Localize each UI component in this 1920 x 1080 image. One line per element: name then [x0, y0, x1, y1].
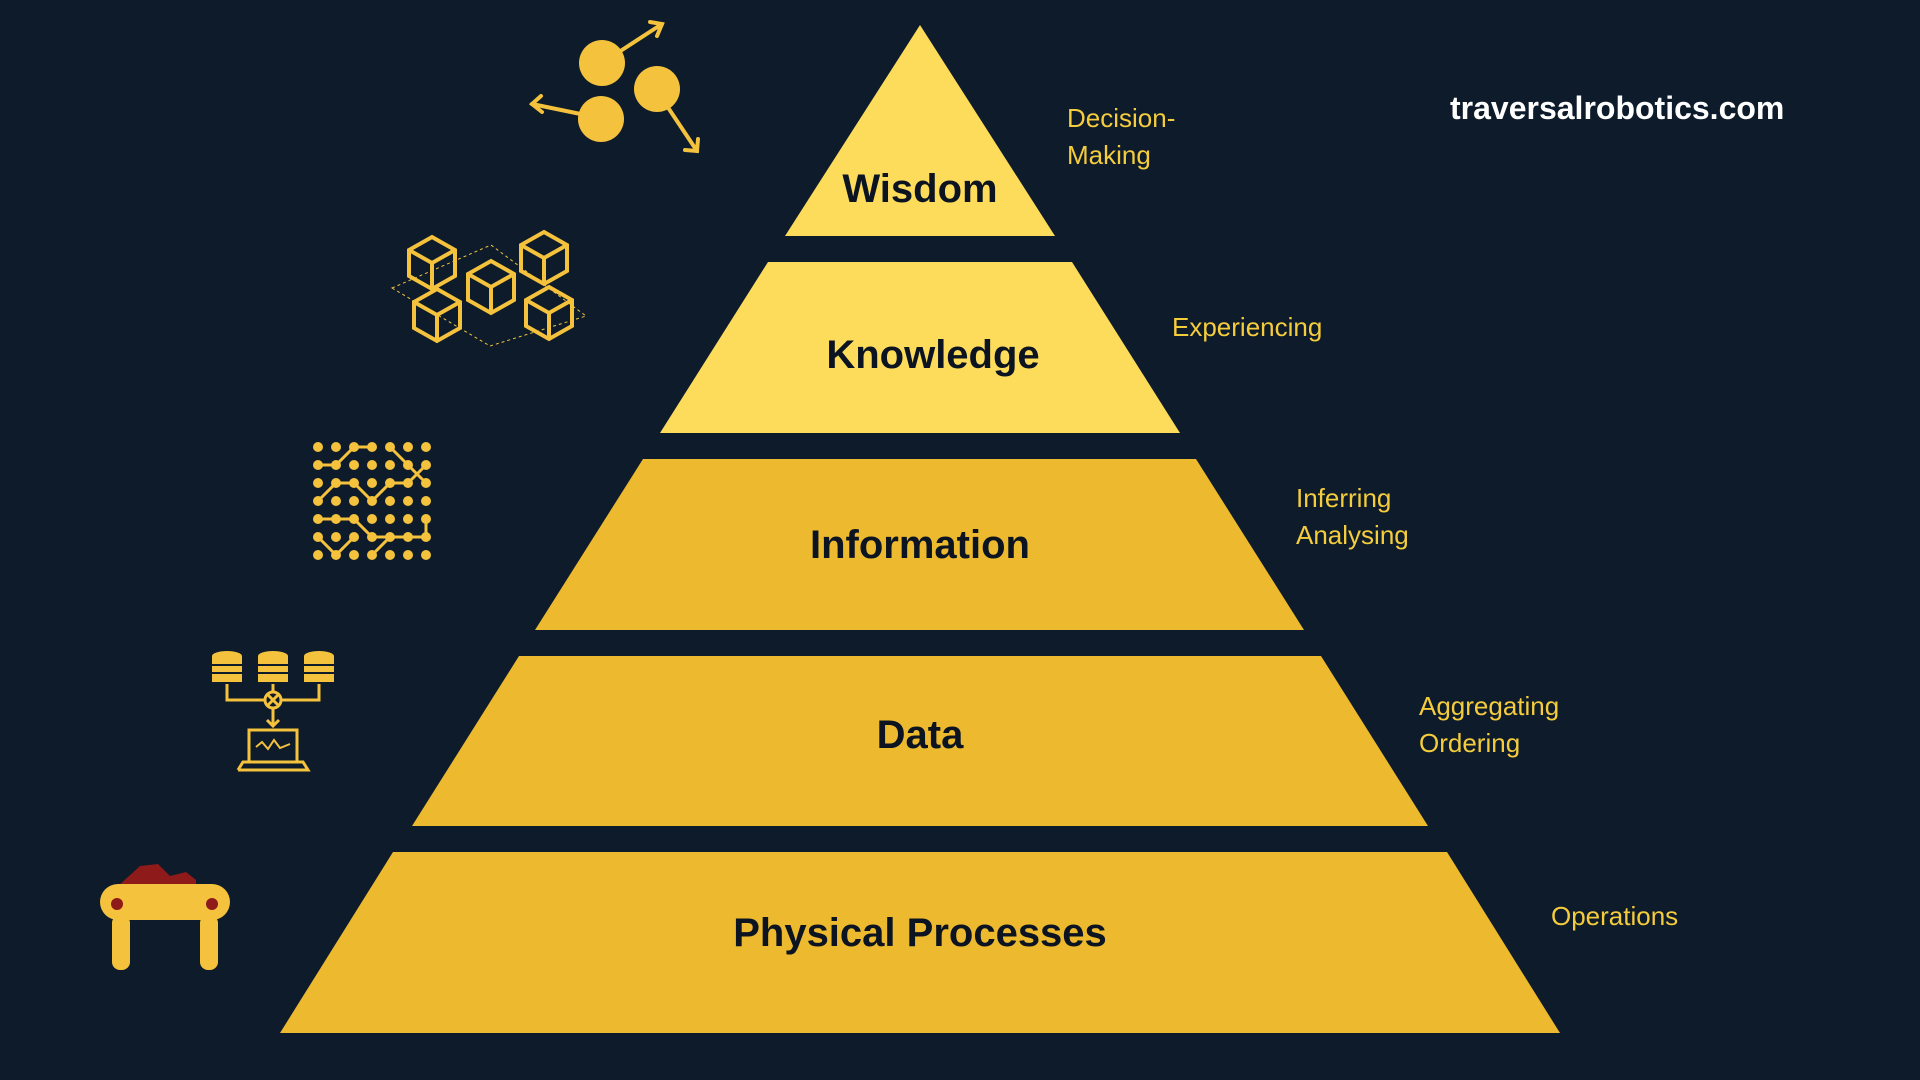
- site-name: traversalrobotics.com: [1450, 90, 1784, 126]
- tier-physical-processes: Physical Processes Operations: [280, 852, 1678, 1033]
- tier-wisdom: Wisdom Decision- Making: [785, 25, 1175, 236]
- conveyor-machine-icon: [100, 864, 230, 970]
- tier-physical-processes-shape: [280, 852, 1560, 1033]
- tier-wisdom-side-1: Decision-: [1067, 103, 1175, 133]
- tier-knowledge-shape: [660, 262, 1180, 433]
- tier-data-side-2: Ordering: [1419, 728, 1520, 758]
- tier-data: Data Aggregating Ordering: [412, 656, 1559, 826]
- tier-wisdom-shape: [785, 25, 1055, 236]
- network-nodes-icon: [528, 20, 700, 154]
- circuit-grid-icon: [313, 442, 431, 560]
- tier-knowledge: Knowledge Experiencing: [660, 262, 1322, 433]
- tier-wisdom-label: Wisdom: [842, 167, 997, 211]
- tier-data-label: Data: [877, 713, 964, 757]
- tier-information-label: Information: [810, 523, 1030, 567]
- tier-information-side-2: Analysing: [1296, 520, 1409, 550]
- database-laptop-icon: [212, 651, 334, 772]
- tier-information: Information Inferring Analysing: [535, 459, 1409, 630]
- cubes-icon: [390, 229, 588, 347]
- tier-data-side-1: Aggregating: [1419, 691, 1559, 721]
- tier-information-shape: [535, 459, 1304, 630]
- tier-wisdom-side-2: Making: [1067, 140, 1151, 170]
- tier-physical-processes-side-1: Operations: [1551, 901, 1678, 931]
- tier-knowledge-label: Knowledge: [826, 333, 1039, 377]
- tier-information-side-1: Inferring: [1296, 483, 1391, 513]
- tier-knowledge-side-1: Experiencing: [1172, 312, 1322, 342]
- tier-physical-processes-label: Physical Processes: [733, 911, 1107, 955]
- tier-data-shape: [412, 656, 1428, 826]
